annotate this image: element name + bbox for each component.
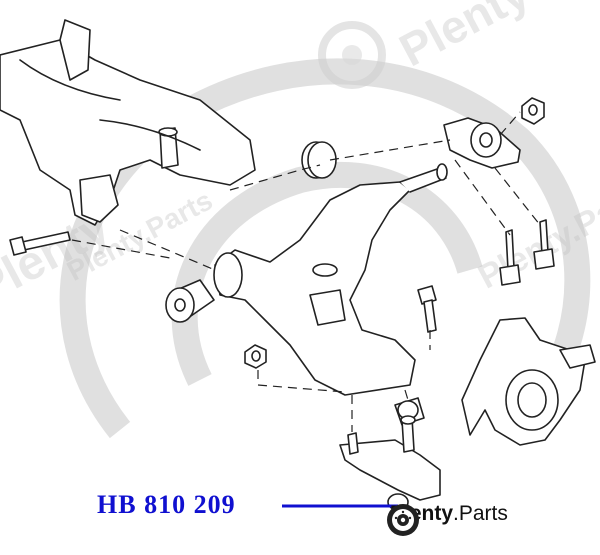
nut-left-lower <box>244 344 267 369</box>
lower-control-arm <box>213 163 448 396</box>
rear-bushing <box>443 117 521 169</box>
bolt-right-2 <box>533 219 555 270</box>
brand-suffix: .Parts <box>453 502 508 525</box>
bolt-middle <box>417 285 437 333</box>
nut-top-right <box>521 97 545 125</box>
assembly-dashed-lines <box>71 111 541 432</box>
front-bushing <box>165 279 215 323</box>
part-number-label: HB 810 209 <box>97 490 236 519</box>
watermark-swoosh-arc <box>59 58 591 439</box>
brand-logo-block: Plenty.Parts <box>385 502 508 536</box>
steering-knuckle <box>461 317 596 446</box>
brake-disc-icon <box>387 504 419 536</box>
bolt-left <box>9 231 71 256</box>
ball-joint <box>339 415 441 511</box>
washer <box>301 141 337 179</box>
subframe-crossmember <box>0 19 256 226</box>
watermark-brake-disc-icon <box>318 21 386 89</box>
bolt-right-1 <box>499 229 521 286</box>
